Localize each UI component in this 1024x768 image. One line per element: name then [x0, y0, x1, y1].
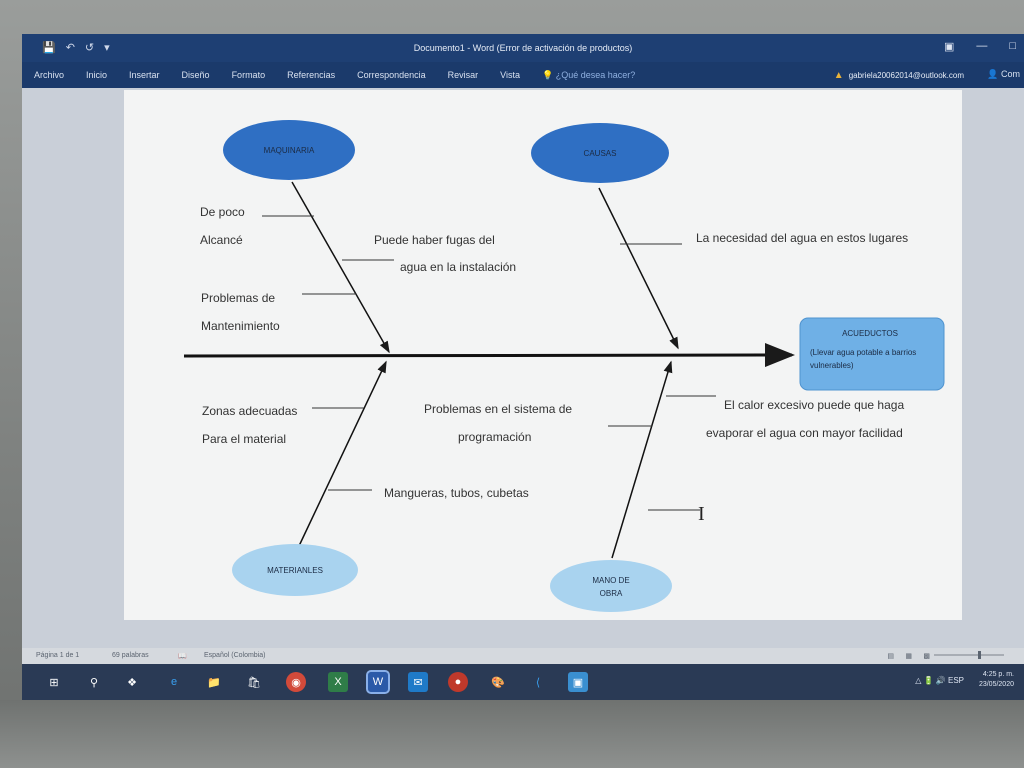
photos-app-icon[interactable]: ▣: [568, 672, 588, 692]
account-area[interactable]: ▲ gabriela20062014@outlook.com: [834, 70, 964, 81]
laptop-lower-bezel: [0, 700, 1024, 768]
taskbar: ⊞ ⚲ ❖ e 📁 🛍 ◉ X W ✉ ● 🎨 ⟨ ▣ △ 🔋 🔊 ESP 4:…: [22, 664, 1024, 700]
tab-insertar[interactable]: Insertar: [129, 70, 160, 80]
status-language[interactable]: Español (Colombia): [204, 652, 266, 659]
spine-arrow: [183, 343, 795, 368]
system-tray[interactable]: △ 🔋 🔊 ESP: [915, 676, 964, 685]
label-zonas-1: Zonas adecuadas: [202, 404, 298, 418]
clock[interactable]: 4:25 p. m. 23/05/2020: [979, 670, 1014, 690]
tab-inicio[interactable]: Inicio: [86, 70, 108, 80]
oval-causas: [531, 123, 669, 183]
share-button[interactable]: 👤 Com: [987, 69, 1020, 79]
ribbon-tabs: Archivo Inicio Insertar Diseño Formato R…: [22, 62, 1024, 88]
label-necesidad: La necesidad del agua en estos lugares: [696, 231, 909, 245]
label-fugas-1: Puede haber fugas del: [374, 233, 495, 247]
quick-access-toolbar: 💾 ↶ ↺ ▾: [42, 41, 110, 54]
tab-formato[interactable]: Formato: [231, 70, 266, 80]
account-email: gabriela20062014@outlook.com: [848, 71, 964, 80]
label-sistema-1: Problemas en el sistema de: [424, 402, 573, 416]
tab-vista[interactable]: Vista: [500, 70, 521, 80]
tab-diseno[interactable]: Diseño: [181, 70, 210, 80]
tell-me-search[interactable]: 💡 ¿Qué desea hacer?: [542, 70, 636, 80]
effect-subtitle-wrap: (Llevar agua potable a barrios vulnerabl…: [810, 348, 917, 370]
label-mangueras: Mangueras, tubos, cubetas: [384, 486, 529, 500]
excel-icon[interactable]: X: [328, 672, 348, 692]
label-alcance: Alcancé: [200, 233, 243, 247]
label-calor-1: El calor excesivo puede que haga: [724, 398, 905, 412]
share-label: Com: [1000, 69, 1020, 79]
document-area: MAQUINARIA CAUSAS MATERIANLES MANO DE OB…: [22, 88, 1024, 648]
tab-archivo[interactable]: Archivo: [34, 70, 65, 80]
word-icon[interactable]: W: [366, 670, 390, 694]
web-layout-icon[interactable]: ▩: [923, 653, 930, 660]
chrome-icon[interactable]: ◉: [286, 672, 306, 692]
vscode-icon[interactable]: ⟨: [535, 676, 541, 689]
label-problemas-1: Problemas de: [201, 291, 276, 305]
maximize-icon[interactable]: □: [1009, 40, 1016, 52]
category-maquinaria: MAQUINARIA: [264, 146, 315, 155]
clock-time: 4:25 p. m.: [982, 671, 1014, 678]
start-windows-icon[interactable]: ⊞: [49, 676, 59, 689]
file-explorer-icon[interactable]: 📁: [207, 676, 221, 689]
effect-title: ACUEDUCTOS: [842, 329, 898, 338]
screen: 💾 ↶ ↺ ▾ Documento1 - Word (Error de acti…: [22, 34, 1024, 700]
task-view-icon[interactable]: ❖: [127, 676, 137, 689]
document-page[interactable]: MAQUINARIA CAUSAS MATERIANLES MANO DE OB…: [124, 90, 962, 620]
redo-icon[interactable]: ↺: [84, 42, 95, 54]
label-problemas-2: Mantenimiento: [201, 319, 280, 333]
bone-causas: [598, 187, 679, 350]
category-causas: CAUSAS: [584, 149, 617, 158]
label-zonas-2: Para el material: [202, 432, 287, 446]
category-mano-de-obra-line1: MANO DE: [592, 576, 629, 585]
save-icon[interactable]: 💾: [42, 42, 56, 54]
status-words[interactable]: 69 palabras: [112, 652, 149, 659]
warning-icon: ▲: [833, 70, 844, 81]
oval-materiales: [232, 544, 358, 596]
effect-box: [799, 317, 945, 391]
oval-maquinaria: [223, 120, 355, 180]
bone-maquinaria: [291, 181, 390, 354]
title-bar: 💾 ↶ ↺ ▾ Documento1 - Word (Error de acti…: [22, 34, 1024, 62]
tab-correspondencia[interactable]: Correspondencia: [357, 70, 426, 80]
print-layout-icon[interactable]: ▦: [905, 653, 912, 660]
label-fugas-2: agua en la instalación: [400, 260, 517, 274]
window-title: Documento1 - Word (Error de activación d…: [413, 43, 633, 53]
window-controls: ▣ — □: [944, 40, 1016, 53]
bone-materiales: [298, 360, 387, 547]
category-mano-de-obra-line2: OBRA: [600, 589, 623, 598]
read-mode-icon[interactable]: ▤: [887, 653, 894, 660]
effect-subtitle: (Llevar agua potable a barrios vulnerabl…: [810, 348, 917, 370]
paint-icon[interactable]: 🎨: [491, 676, 505, 689]
oval-mano-de-obra: [550, 560, 672, 612]
proofing-icon[interactable]: 📖: [178, 653, 187, 660]
edge-browser-icon[interactable]: e: [170, 676, 178, 688]
tab-referencias[interactable]: Referencias: [287, 70, 336, 80]
fishbone-diagram: MAQUINARIA CAUSAS MATERIANLES MANO DE OB…: [183, 120, 945, 612]
category-materiales: MATERIANLES: [267, 566, 323, 575]
clock-date: 23/05/2020: [978, 681, 1014, 688]
label-calor-2: evaporar el agua con mayor facilidad: [706, 426, 903, 440]
status-page[interactable]: Página 1 de 1: [36, 652, 80, 659]
tell-me-text: ¿Qué desea hacer?: [555, 70, 636, 80]
status-bar: Página 1 de 1 69 palabras 📖 Español (Col…: [22, 648, 1024, 664]
tab-revisar[interactable]: Revisar: [447, 70, 479, 80]
bone-mano-de-obra: [611, 360, 673, 559]
label-sistema-2: programación: [458, 430, 532, 444]
undo-icon[interactable]: ↶: [65, 42, 75, 54]
store-icon[interactable]: 🛍: [247, 676, 261, 689]
zoom-slider[interactable]: [934, 651, 1004, 659]
minimize-icon[interactable]: —: [976, 40, 988, 52]
search-icon[interactable]: ⚲: [89, 676, 99, 689]
customize-icon[interactable]: ▾: [104, 42, 110, 54]
mail-icon[interactable]: ✉: [408, 672, 428, 692]
tray-lang[interactable]: ESP: [947, 676, 964, 685]
record-app-icon[interactable]: ●: [448, 672, 468, 692]
ribbon-display-icon[interactable]: ▣: [943, 41, 955, 53]
text-cursor-icon: I: [698, 503, 705, 525]
label-de-poco: De poco: [200, 205, 245, 219]
